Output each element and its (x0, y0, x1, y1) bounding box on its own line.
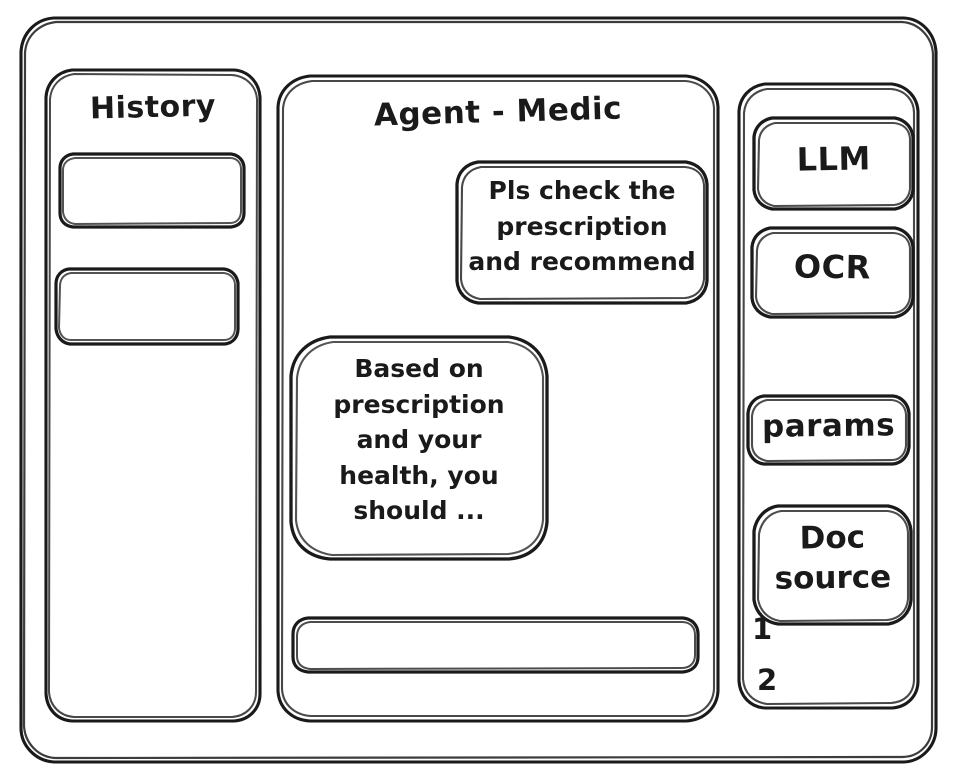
tool-button-ocr[interactable]: OCR (750, 226, 915, 319)
history-panel-title: History (89, 88, 217, 127)
chat-bubble-agent: Based on prescription and your health, y… (288, 334, 550, 562)
doc-source-ref-2[interactable]: 2 (757, 663, 778, 697)
tool-button-params[interactable]: params (746, 394, 911, 466)
history-list-item[interactable] (58, 152, 246, 229)
history-list-item[interactable] (54, 267, 240, 346)
tool-button-llm-label: LLM (796, 139, 872, 179)
agent-panel-title: Agent - Medic (373, 90, 623, 134)
tool-button-ocr-label: OCR (793, 247, 872, 287)
doc-source-ref-1[interactable]: 1 (752, 612, 773, 646)
message-input[interactable] (291, 616, 700, 674)
tool-button-params-label: params (761, 407, 896, 445)
chat-bubble-agent-text: Based on prescription and your health, y… (333, 354, 505, 525)
chat-bubble-user-text: Pls check the prescription and recommend (468, 176, 696, 276)
chat-bubble-user: Pls check the prescription and recommend (454, 159, 710, 306)
doc-source-box[interactable]: Doc source (752, 504, 913, 626)
doc-source-label: Doc source (774, 519, 892, 598)
tool-button-llm[interactable]: LLM (752, 116, 915, 211)
